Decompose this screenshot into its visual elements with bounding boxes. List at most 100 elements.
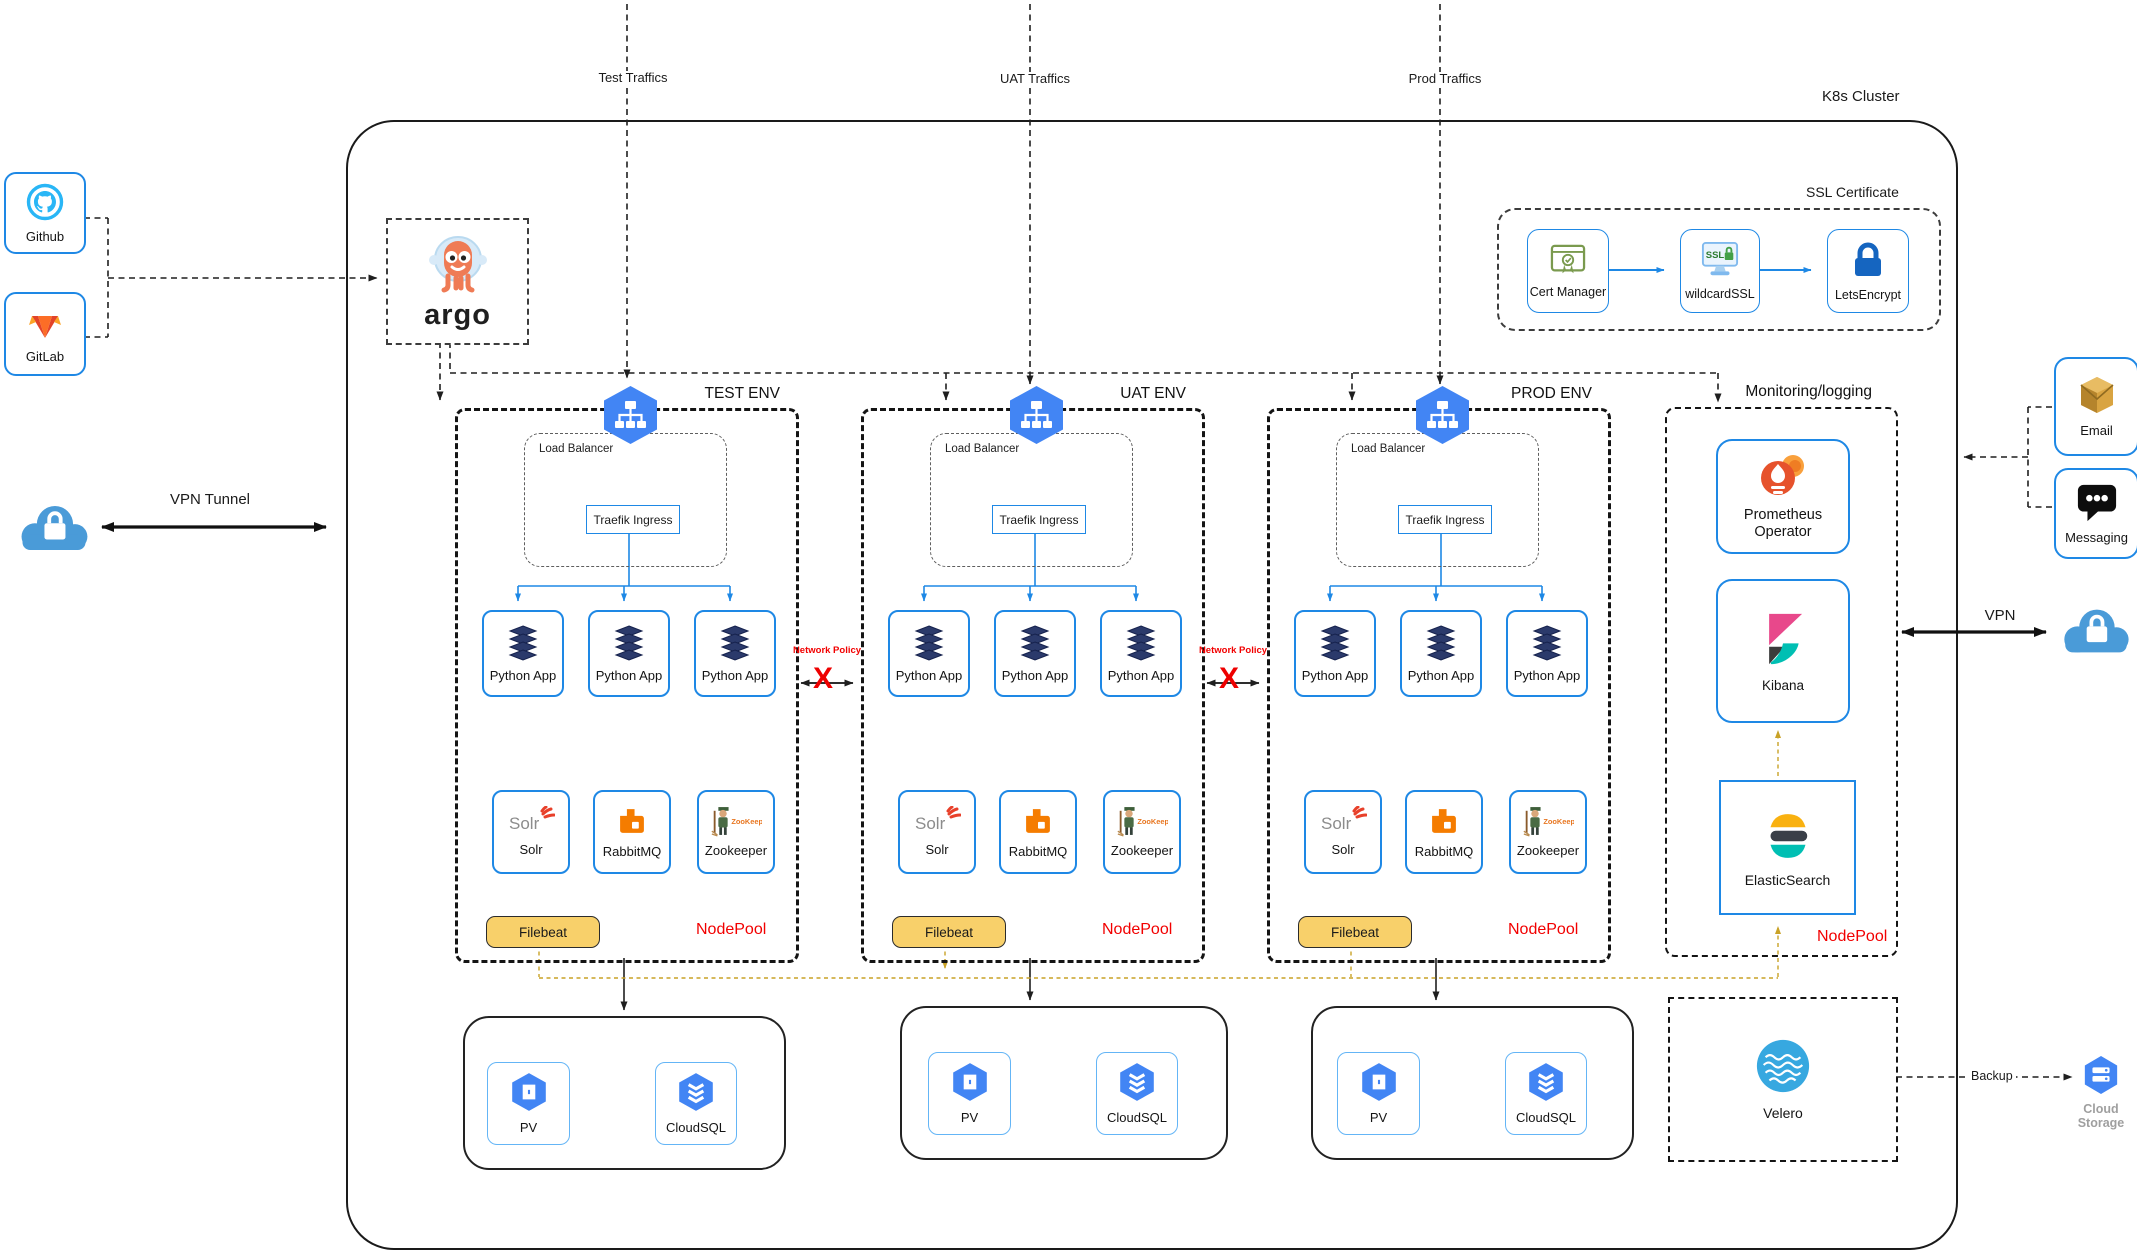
pv-node: PV — [487, 1062, 570, 1145]
vpn-cloud-left-icon — [12, 498, 96, 563]
ssl-section — [1497, 208, 1941, 331]
prod-storage-group: PV CloudSQL — [1311, 1006, 1634, 1160]
traefik-ingress: Traefik Ingress — [586, 505, 680, 534]
python-app: Python App — [994, 610, 1076, 697]
cloudsql-label: CloudSQL — [1516, 1110, 1576, 1126]
python-app-icon — [1123, 624, 1159, 667]
uat-storage-group: PV CloudSQL — [900, 1006, 1228, 1160]
letsencrypt-lock-icon — [1848, 240, 1888, 285]
python-app: Python App — [588, 610, 670, 697]
pv-label: PV — [1369, 1110, 1388, 1126]
rabbitmq-node: RabbitMQ — [999, 790, 1077, 874]
prometheus-node: Prometheus Operator — [1716, 439, 1850, 554]
cert-manager-label: Cert Manager — [1529, 285, 1607, 299]
solr-icon: Solr — [1319, 805, 1368, 841]
python-app: Python App — [1506, 610, 1588, 697]
python-app: Python App — [1400, 610, 1482, 697]
pv-node: PV — [928, 1052, 1011, 1135]
python-app-icon — [717, 624, 753, 667]
rabbitmq-label: RabbitMQ — [602, 844, 662, 860]
zookeeper-label: Zookeeper — [1516, 843, 1580, 859]
github-icon — [25, 182, 65, 227]
elasticsearch-node: ElasticSearch — [1719, 780, 1856, 915]
rabbitmq-label: RabbitMQ — [1008, 844, 1068, 860]
rabbitmq-icon — [1021, 804, 1055, 843]
email-label: Email — [2080, 423, 2113, 439]
svg-text:ZooKeeper: ZooKeeper — [1543, 817, 1574, 826]
gitlab-label: GitLab — [25, 348, 65, 364]
env-prod-name: PROD ENV — [1511, 385, 1592, 402]
python-app-icon — [505, 624, 541, 667]
cloudsql-node: CloudSQL — [655, 1062, 737, 1145]
zookeeper-node: ZooKeeper Zookeeper — [697, 790, 775, 874]
letsencrypt-label: LetsEncrypt — [1834, 288, 1901, 302]
svg-text:Solr: Solr — [915, 814, 946, 833]
zookeeper-icon: ZooKeeper — [710, 805, 770, 842]
zookeeper-label: Zookeeper — [704, 843, 768, 859]
env-test-name: TEST ENV — [704, 385, 780, 402]
solr-node: Solr Solr — [1304, 790, 1382, 874]
rabbitmq-icon — [1427, 804, 1461, 843]
pv-icon — [1358, 1061, 1400, 1108]
cert-manager-node: Cert Manager — [1527, 229, 1609, 313]
python-app-icon — [611, 624, 647, 667]
svg-text:Solr: Solr — [509, 814, 540, 833]
kibana-node: Kibana — [1716, 579, 1850, 723]
network-policy-x: X — [813, 662, 834, 695]
python-app-icon — [1529, 624, 1565, 667]
solr-node: Solr Solr — [492, 790, 570, 874]
network-policy-x: X — [1219, 662, 1240, 695]
monitoring-section: Monitoring/logging Prometheus Operator — [1665, 383, 1898, 957]
python-app: Python App — [694, 610, 776, 697]
messaging-icon — [2074, 481, 2120, 528]
python-app: Python App — [482, 610, 564, 697]
nodepool-label: NodePool — [696, 921, 767, 938]
wildcardssl-icon: SSL — [1699, 241, 1741, 284]
letsencrypt-node: LetsEncrypt — [1827, 229, 1909, 313]
elasticsearch-icon — [1760, 807, 1816, 870]
load-balancer-zone: Load Balancer — [930, 433, 1133, 567]
monitoring-label: Monitoring/logging — [1745, 383, 1872, 400]
solr-node: Solr Solr — [898, 790, 976, 874]
filebeat: Filebeat — [486, 916, 600, 948]
github-label: Github — [25, 228, 65, 244]
pv-icon — [508, 1071, 550, 1118]
pv-label: PV — [519, 1120, 538, 1136]
cloudsql-node: CloudSQL — [1505, 1052, 1587, 1135]
uat-traffics-label: UAT Traffics — [984, 71, 1086, 87]
python-app-icon — [1017, 624, 1053, 667]
svg-text:ZooKeeper: ZooKeeper — [1137, 817, 1168, 826]
pv-label: PV — [960, 1110, 979, 1126]
cert-manager-icon — [1549, 243, 1587, 282]
prometheus-label: Prometheus Operator — [1743, 507, 1823, 540]
velero-label: Velero — [1763, 1105, 1803, 1122]
kibana-label: Kibana — [1761, 678, 1805, 694]
cloudsql-label: CloudSQL — [1107, 1110, 1167, 1126]
traefik-ingress: Traefik Ingress — [1398, 505, 1492, 534]
zookeeper-label: Zookeeper — [1110, 843, 1174, 859]
messaging-node: Messaging — [2054, 468, 2137, 559]
email-node: Email — [2054, 357, 2137, 456]
vpn-tunnel-label: VPN Tunnel — [169, 491, 251, 508]
filebeat: Filebeat — [892, 916, 1006, 948]
cloudsql-node: CloudSQL — [1096, 1052, 1178, 1135]
wildcardssl-label: wildcardSSL — [1685, 287, 1755, 301]
python-app-icon — [1423, 624, 1459, 667]
wildcardssl-node: SSL wildcardSSL — [1680, 229, 1760, 313]
load-balancer-zone: Load Balancer — [524, 433, 727, 567]
solr-label: Solr — [925, 842, 949, 858]
pv-node: PV — [1337, 1052, 1420, 1135]
prod-traffics-label: Prod Traffics — [1392, 71, 1498, 87]
env-uat: UAT ENV Load Balancer Traefik Ingress Py… — [861, 385, 1205, 963]
solr-label: Solr — [1331, 842, 1355, 858]
solr-icon: Solr — [913, 805, 962, 841]
vpn-cloud-right-icon — [2055, 602, 2137, 665]
cloudsql-icon — [1116, 1061, 1158, 1108]
velero-icon — [1754, 1037, 1812, 1100]
prometheus-icon — [1757, 453, 1809, 504]
python-app: Python App — [888, 610, 970, 697]
zookeeper-node: ZooKeeper Zookeeper — [1103, 790, 1181, 874]
svg-text:ZooKeeper: ZooKeeper — [731, 817, 762, 826]
k8s-cluster-label: K8s Cluster — [1822, 88, 1900, 105]
cloudsql-icon — [675, 1071, 717, 1118]
